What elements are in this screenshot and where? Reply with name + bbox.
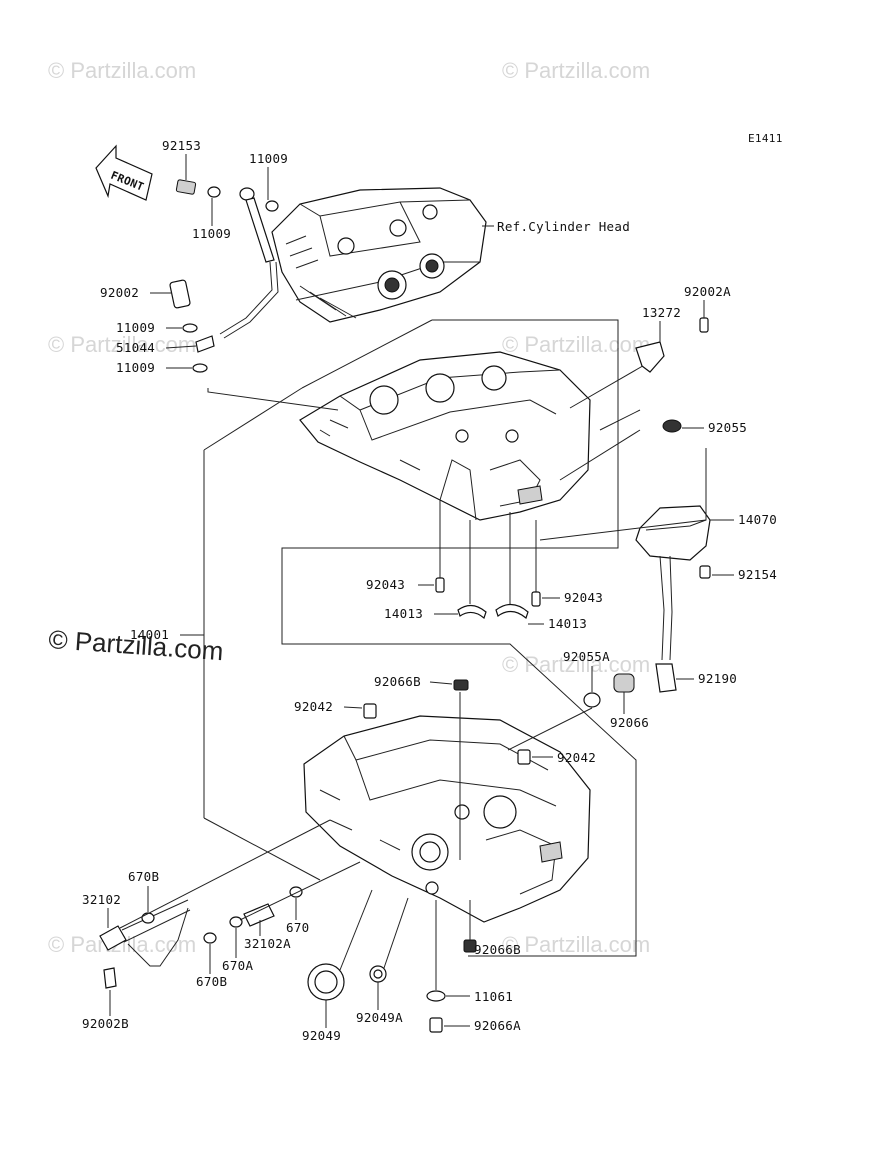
cylinder-head-illustration <box>271 187 487 323</box>
part-label-14070: 14070 <box>738 512 777 527</box>
part-label-92042-left: 92042 <box>294 699 333 714</box>
part-label-92066B-bottom: 92066B <box>474 942 521 957</box>
part-label-92190: 92190 <box>698 671 737 686</box>
part-label-51044: 51044 <box>116 340 155 355</box>
part-label-92066: 92066 <box>610 715 649 730</box>
part-label-92066A: 92066A <box>474 1018 521 1033</box>
part-label-92066B-top: 92066B <box>374 674 421 689</box>
watermark-mid-left: © Partzilla.com <box>48 332 196 357</box>
ref-cylinder-head-label: Ref.Cylinder Head <box>497 219 630 234</box>
part-label-32102A: 32102A <box>244 936 291 951</box>
part-label-92002: 92002 <box>100 285 139 300</box>
diagram-code: E1411 <box>748 132 783 145</box>
watermark-top-right: © Partzilla.com <box>502 58 650 83</box>
part-label-11009-fourth: 11009 <box>116 360 155 375</box>
part-label-11009-top: 11009 <box>249 151 288 166</box>
part-label-670B-bottom: 670B <box>196 974 227 989</box>
part-label-92154: 92154 <box>738 567 777 582</box>
lower-crankcase-illustration <box>303 715 591 923</box>
part-label-92153: 92153 <box>162 138 201 153</box>
part-label-92055: 92055 <box>708 420 747 435</box>
part-label-14001: 14001 <box>130 627 169 642</box>
part-label-92043-right: 92043 <box>564 590 603 605</box>
part-label-92002A: 92002A <box>684 284 731 299</box>
oil-pipe-assembly <box>169 179 279 373</box>
breather-cover-illustration <box>635 505 711 693</box>
part-label-11009-second: 11009 <box>192 226 231 241</box>
oil-pipe-lower-illustration <box>99 886 303 989</box>
part-label-670B-top: 670B <box>128 869 159 884</box>
upper-crankcase-illustration <box>299 351 591 521</box>
part-label-92042-right: 92042 <box>557 750 596 765</box>
part-label-92049: 92049 <box>302 1028 341 1043</box>
part-label-92002B: 92002B <box>82 1016 129 1031</box>
watermark-bottom-right: © Partzilla.com <box>502 932 650 957</box>
part-label-14013-left: 14013 <box>384 606 423 621</box>
part-label-13272: 13272 <box>642 305 681 320</box>
watermark-mid-right: © Partzilla.com <box>502 332 650 357</box>
watermark-center-right: © Partzilla.com <box>502 652 650 677</box>
part-label-11009-third: 11009 <box>116 320 155 335</box>
part-label-670: 670 <box>286 920 309 935</box>
part-label-14013-right: 14013 <box>548 616 587 631</box>
part-label-92049A: 92049A <box>356 1010 403 1025</box>
part-label-92055A: 92055A <box>563 649 610 664</box>
watermark-top-left: © Partzilla.com <box>48 58 196 83</box>
front-arrow-icon: FRONT <box>95 144 153 201</box>
part-label-92043-left: 92043 <box>366 577 405 592</box>
part-label-11061: 11061 <box>474 989 513 1004</box>
part-label-32102: 32102 <box>82 892 121 907</box>
part-label-670A: 670A <box>222 958 253 973</box>
